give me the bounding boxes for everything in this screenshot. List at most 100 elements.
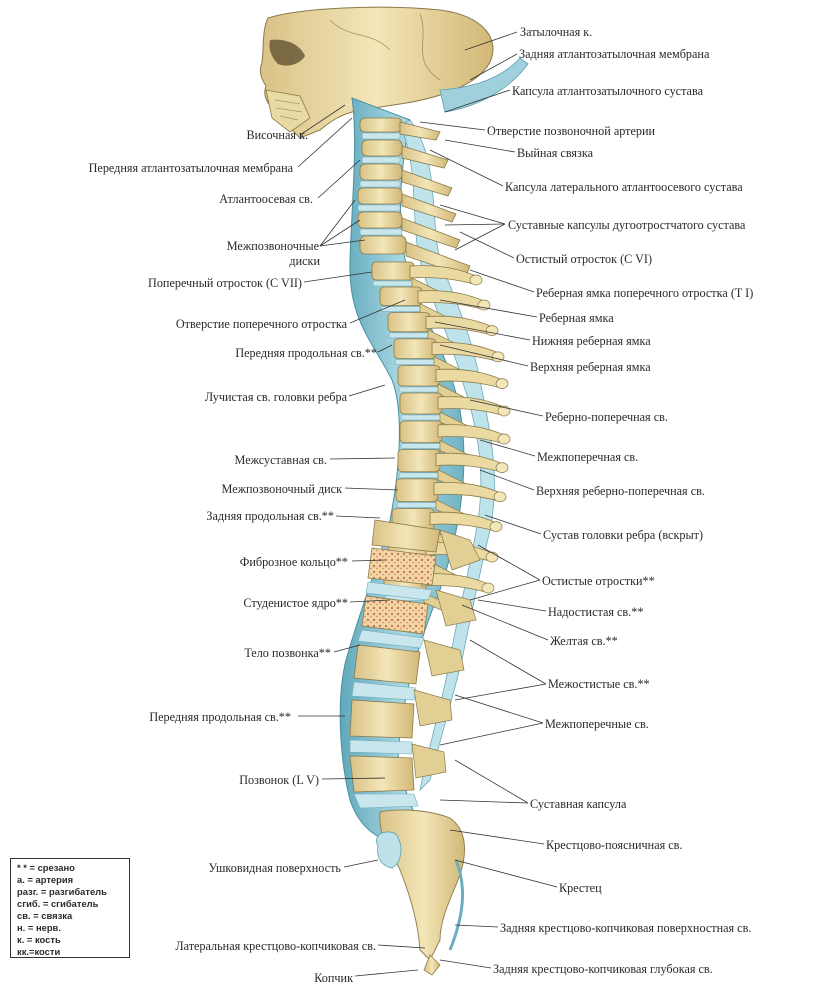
label-intertransverse-ligaments: Межпоперечные св.	[545, 717, 649, 731]
leader-line	[303, 271, 373, 283]
label-anterior-longitudinal-ligament-2: Передняя продольная св.**	[149, 710, 291, 724]
thoracic-vertebral-body	[399, 420, 443, 444]
thoracic-vertebral-body	[393, 338, 437, 359]
leader-line	[484, 514, 542, 535]
legend-item: к. = кость	[17, 934, 61, 945]
legend-item: a. = артерия	[17, 874, 74, 885]
label-superior-costal-facet: Верхняя реберная ямка	[530, 360, 651, 374]
leader-line	[479, 469, 535, 491]
label-nucleus-pulposus: Студенистое ядро**	[243, 596, 348, 610]
label-anterior-atlanto-occipital-membrane: Передняя атлантозатылочная мембрана	[88, 161, 293, 175]
leader-line	[299, 104, 346, 136]
leader-line	[351, 559, 386, 562]
label-lateral-atlantoaxial-capsule: Капсула латерального атлантоосевого суст…	[505, 180, 743, 194]
thoracic-vertebral-body	[399, 392, 443, 415]
leader-line	[461, 604, 549, 641]
leader-line	[444, 223, 506, 226]
leader-line	[454, 223, 506, 251]
thoracic-vertebral-body	[395, 478, 439, 502]
label-coccyx: Копчик	[314, 971, 353, 985]
label-costotransverse-ligament: Реберно-поперечная св.	[545, 410, 668, 424]
label-atlanto-occipital-capsule: Капсула атлантозатылочного сустава	[512, 84, 703, 98]
leader-line	[444, 139, 516, 153]
label-joint-capsule: Суставная капсула	[530, 797, 627, 811]
label-spinous-process-c6: Остистый отросток (C VI)	[516, 252, 653, 266]
leader-line	[469, 269, 535, 293]
leader-line	[419, 121, 486, 131]
leader-line	[454, 694, 544, 724]
cervical-vertebrae	[357, 117, 471, 277]
leader-line	[377, 944, 426, 949]
label-vertebra-l5: Позвонок (L V)	[239, 773, 319, 787]
label-inferior-costal-facet: Нижняя реберная ямка	[532, 334, 651, 348]
rib-end	[469, 274, 483, 286]
label-costal-facet: Реберная ямка	[539, 311, 614, 325]
nuchal-ligament	[439, 57, 529, 113]
rib-end	[485, 551, 499, 563]
leader-lines	[297, 31, 558, 977]
leader-line	[329, 457, 396, 460]
label-vertebral-body: Тело позвонка**	[244, 646, 331, 660]
rib-end	[491, 351, 505, 363]
thoracic-disc	[388, 332, 430, 339]
leader-line	[464, 31, 518, 51]
label-vertebral-artery-foramen: Отверстие позвоночной артерии	[487, 124, 656, 138]
auricular-surface	[376, 831, 402, 869]
label-rib-head-joint: Сустав головки ребра (вскрыт)	[543, 528, 704, 542]
leader-line	[349, 299, 406, 324]
label-spinous-processes: Остистые отростки**	[542, 574, 655, 588]
leader-line	[343, 859, 379, 868]
thoracic-vertebral-body	[379, 286, 423, 307]
legend-item: разг. = разгибатель	[17, 886, 107, 897]
label-auricular-surface: Ушковидная поверхность	[208, 861, 341, 875]
thoracic-disc	[400, 414, 442, 421]
leader-line	[477, 544, 541, 581]
leader-line	[454, 683, 547, 701]
leader-line	[354, 969, 419, 977]
leader-line	[454, 759, 529, 804]
leader-line	[317, 159, 361, 199]
sacrum	[376, 809, 465, 961]
thoracic-vertebral-body	[397, 449, 441, 473]
leader-line	[477, 599, 547, 612]
rib-end	[489, 521, 503, 532]
rib-end	[495, 378, 509, 389]
leader-line	[348, 384, 386, 397]
leader-line	[344, 487, 399, 491]
label-interspinous-ligaments: Межостистые св.**	[548, 677, 650, 691]
leader-line	[319, 199, 356, 247]
thoracic-disc	[398, 472, 440, 479]
label-zygapophyseal-capsules: Суставные капсулы дугоотростчатого суста…	[508, 218, 746, 232]
thoracic-vertebral-body	[371, 261, 415, 281]
label-temporal-bone: Височная к.	[246, 128, 308, 142]
leader-line	[429, 149, 504, 187]
leader-line	[469, 639, 547, 685]
label-sacrum: Крестец	[559, 881, 602, 895]
supraspinous-ligament	[399, 119, 495, 792]
label-nuchal-ligament: Выйная связка	[517, 146, 593, 160]
label-radiate-ligament: Лучистая св. головки ребра	[204, 390, 347, 404]
label-transverse-foramen: Отверстие поперечного отростка	[175, 317, 347, 331]
leader-line	[377, 344, 393, 353]
label-ligamentum-flavum: Желтая св.**	[550, 634, 618, 648]
leader-line	[349, 599, 391, 603]
label-deep-posterior-sacrococcygeal: Задняя крестцово-копчиковая глубокая св.	[493, 962, 713, 976]
leader-line	[439, 959, 492, 969]
cervical-discs	[357, 132, 403, 236]
label-superficial-posterior-sacrococcygeal: Задняя крестцово-копчиковая поверхностна…	[500, 921, 752, 935]
label-posterior-atlanto-occipital-membrane: Задняя атлантозатылочная мембрана	[519, 47, 710, 61]
leader-line	[434, 321, 531, 341]
leader-line	[319, 239, 366, 247]
label-intra-articular-ligament: Межсуставная св.	[234, 453, 327, 467]
leader-line	[439, 299, 538, 318]
thoracic-disc	[400, 443, 442, 449]
label-atlantoaxial-ligament: Атлантоосевая св.	[219, 192, 313, 206]
rib-end	[495, 462, 509, 473]
thoracic-vertebral-body	[387, 312, 431, 333]
leader-line	[469, 53, 518, 81]
thoracic-disc	[396, 502, 438, 508]
label-costal-facet-transverse-t1: Реберная ямка поперечного отростка (T I)	[536, 286, 754, 300]
leader-line	[454, 859, 558, 888]
